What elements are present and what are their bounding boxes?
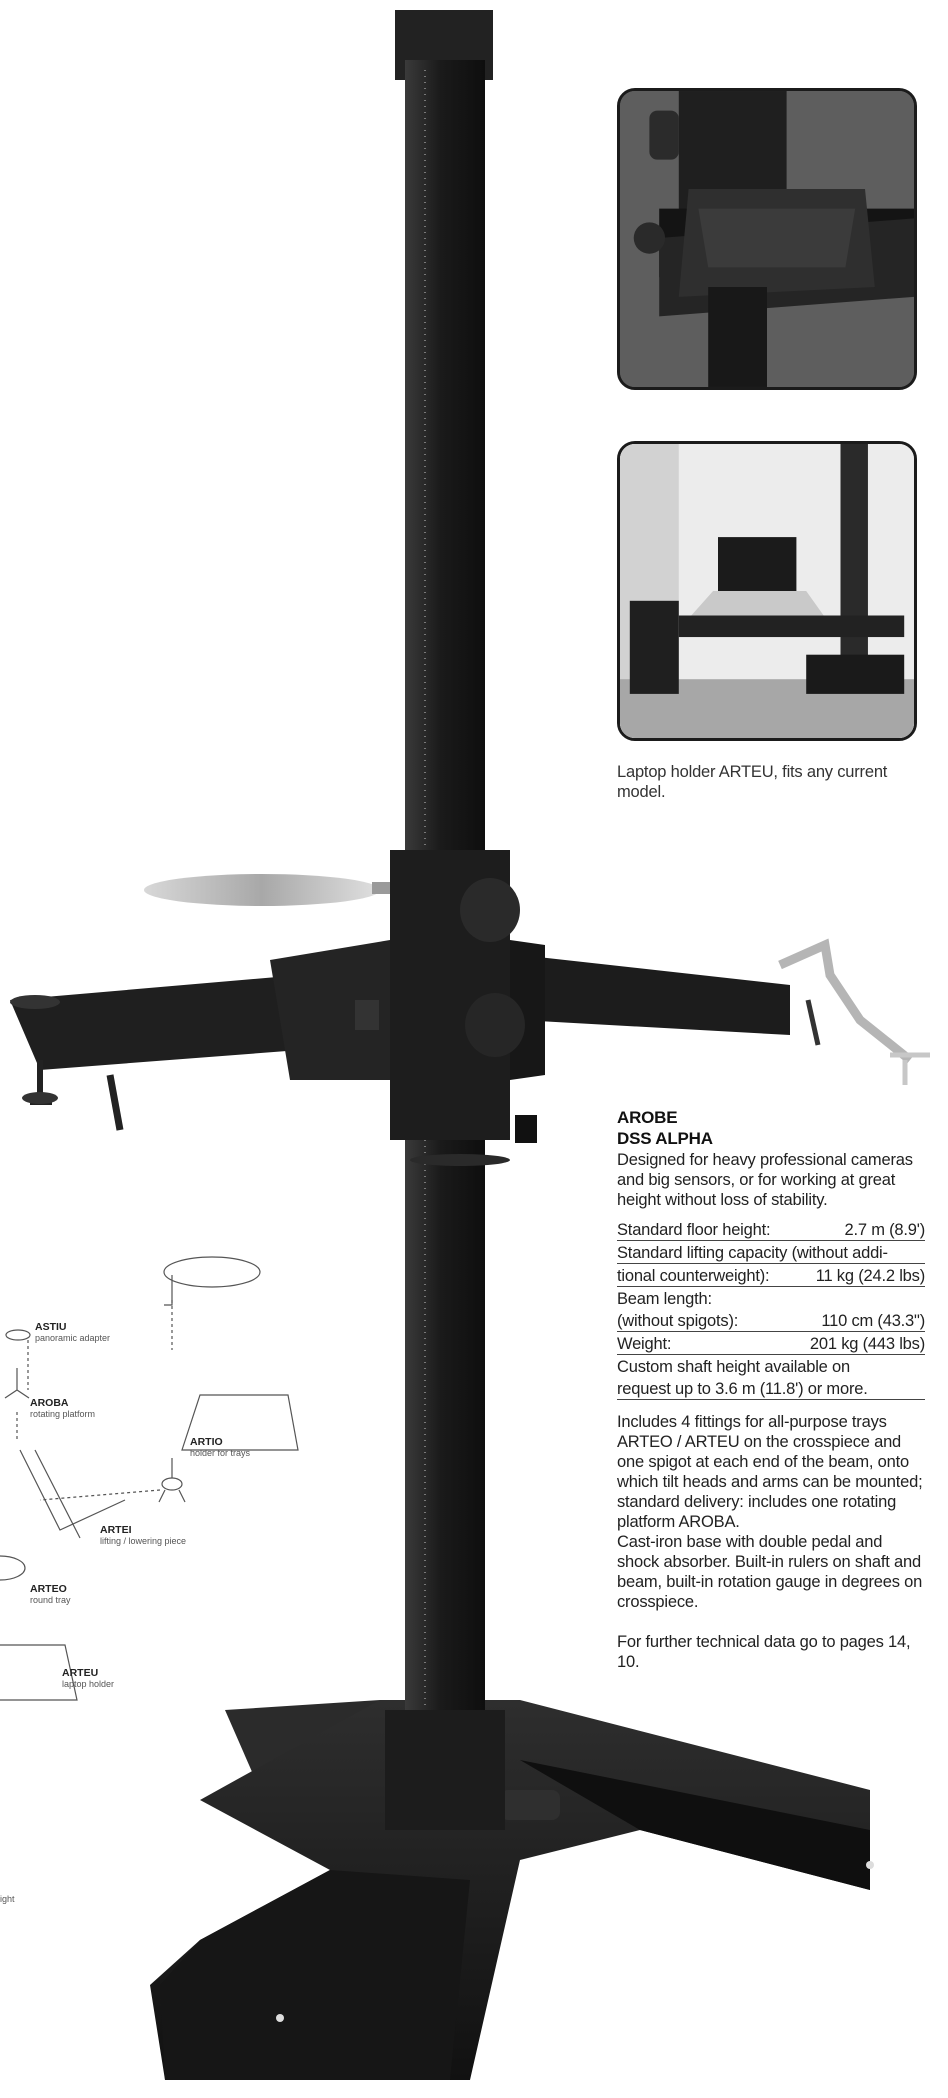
product-description: Designed for heavy professional cameras …	[617, 1151, 913, 1209]
label-code: ASTIU	[35, 1321, 67, 1333]
laptop-holder-photo	[617, 441, 917, 741]
astiu-part	[5, 1329, 31, 1341]
label-desc: panoramic adapter	[35, 1333, 111, 1343]
spec-label: tional counterweight):	[617, 1263, 793, 1287]
accessory-diagram	[0, 1256, 299, 1701]
spec-value: 2.7 m (8.9')	[792, 1218, 925, 1241]
spec-label: Standard floor height:	[617, 1218, 793, 1241]
diagram-label-arteo: ARTEO round tray	[30, 1584, 71, 1606]
label-desc: rotating platform	[30, 1409, 96, 1419]
connector-lines	[16, 1300, 173, 1501]
crosspiece	[270, 850, 545, 1166]
arteo-ring	[0, 1555, 26, 1581]
laptop-holder-image	[620, 444, 914, 738]
product-name: DSS ALPHA	[617, 1129, 713, 1148]
label-code: AROBA	[30, 1397, 69, 1409]
diagram-label-astiu: ASTIU panoramic adapter	[35, 1322, 110, 1344]
spec-row: request up to 3.6 m (11.8') or more.	[617, 1377, 925, 1400]
spec-row: Weight: 201 kg (443 lbs)	[617, 1331, 925, 1355]
arteu-plate-diagram	[181, 1394, 299, 1451]
label-code: ARTIO	[190, 1436, 223, 1448]
clamp-knob-upper	[460, 878, 520, 942]
spec-row: Custom shaft height available on	[617, 1355, 925, 1378]
product-code: AROBE	[617, 1108, 678, 1127]
spec-label: Custom shaft height available on	[617, 1358, 850, 1376]
further-data-text: For further technical data go to pages 1…	[617, 1633, 911, 1671]
artio-holder	[161, 1477, 183, 1491]
crosspiece-closeup-photo	[617, 88, 917, 390]
diagram-label-aroba: AROBA rotating platform	[30, 1398, 95, 1420]
crosspiece-closeup-image	[620, 91, 914, 387]
clamp-knob-lower	[465, 993, 525, 1057]
spec-block: AROBE DSS ALPHA Designed for heavy profe…	[617, 1107, 925, 1672]
includes-text: Includes 4 fittings for all-purpose tray…	[617, 1413, 923, 1531]
spec-row: (without spigots): 110 cm (43.3")	[617, 1309, 925, 1332]
aroba-part	[4, 1368, 30, 1399]
label-code: ARTEO	[30, 1583, 67, 1595]
spec-row: Standard floor height: 2.7 m (8.9')	[617, 1218, 925, 1241]
laptop-holder-diagram	[0, 1644, 78, 1701]
spec-label: Standard lifting capacity (without addi-	[617, 1240, 925, 1264]
spec-label: Beam length:	[617, 1290, 712, 1308]
photo-caption: Laptop holder ARTEU, fits any current mo…	[617, 763, 888, 801]
round-tray	[144, 874, 380, 906]
spec-table: Standard floor height: 2.7 m (8.9') Stan…	[617, 1218, 925, 1400]
label-desc: lifting / lowering piece	[100, 1536, 187, 1546]
spec-value: 201 kg (443 lbs)	[792, 1331, 925, 1355]
diagram-label-artei: ARTEI lifting / lowering piece	[100, 1525, 186, 1547]
foot-pedal	[500, 1790, 560, 1820]
label-code: ARTEI	[100, 1524, 132, 1536]
spec-row: tional counterweight): 11 kg (24.2 lbs)	[617, 1263, 925, 1287]
spec-row: Beam length:	[617, 1287, 925, 1310]
label-code: ARTEU	[62, 1667, 99, 1679]
arteo-round-tray-diagram	[163, 1256, 261, 1288]
diagram-label-arteu: ARTEU laptop holder	[62, 1668, 114, 1690]
label-desc: laptop holder	[62, 1679, 115, 1689]
spec-row: Standard lifting capacity (without addi-	[617, 1240, 925, 1264]
spec-label: request up to 3.6 m (11.8') or more.	[617, 1377, 925, 1400]
cast-iron-base	[150, 1700, 874, 2080]
spec-value: 11 kg (24.2 lbs)	[792, 1263, 925, 1287]
cropped-label-text: ight	[0, 1894, 15, 1904]
vertical-shaft	[385, 10, 505, 1830]
laptop-arm	[778, 938, 913, 1064]
label-desc: holder for trays	[190, 1448, 251, 1458]
label-desc: round tray	[30, 1595, 71, 1605]
tray-post	[164, 1275, 173, 1306]
diagram-label-artio: ARTIO holder for trays	[190, 1437, 250, 1459]
artei-part	[19, 1449, 126, 1539]
spec-label: (without spigots):	[617, 1309, 793, 1332]
horizontal-beam	[10, 938, 930, 1131]
diagram-cropped-label: ight	[0, 1894, 15, 1905]
base-text: Cast-iron base with double pedal and sho…	[617, 1533, 923, 1611]
spec-label: Weight:	[617, 1331, 793, 1355]
artio-post	[158, 1458, 186, 1503]
spec-value: 110 cm (43.3")	[792, 1309, 925, 1332]
